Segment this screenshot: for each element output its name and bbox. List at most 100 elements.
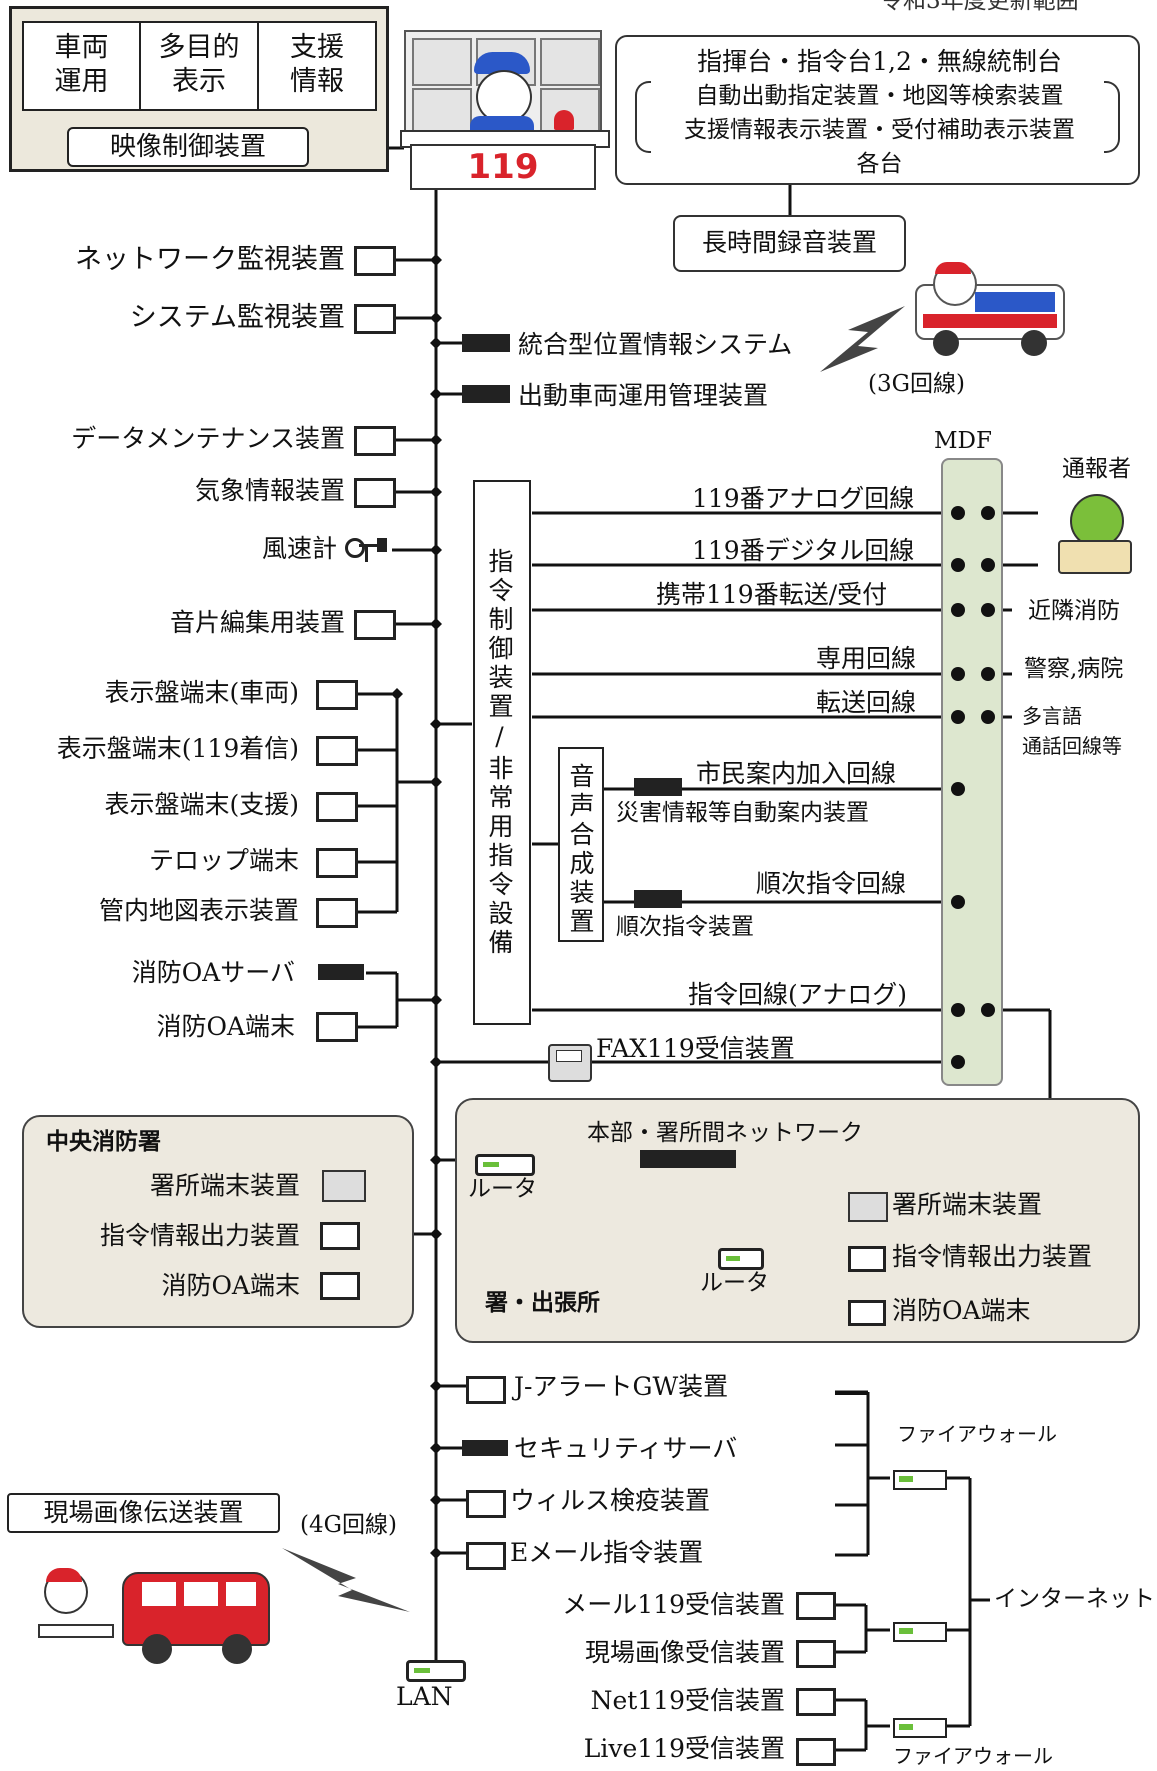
server-icon	[318, 964, 364, 980]
screen-vehicle: 車両運用	[54, 32, 109, 97]
oa-server-label: 消防OAサーバ	[131, 958, 295, 987]
console-line-3: 支援情報表示装置・受付補助表示装置	[684, 117, 1075, 143]
telop-terminal-label: テロップ端末	[148, 846, 299, 875]
lan-label: LAN	[396, 1682, 453, 1711]
display-terminal-vehicle-label: 表示盤端末(車両)	[104, 678, 299, 707]
header-note: 令和3年度更新範囲	[880, 0, 1079, 14]
central-station-panel: 中央消防署 署所端末装置 指令情報出力装置 消防OA端末	[22, 1115, 414, 1328]
fire-truck-icon	[32, 1548, 272, 1668]
console-line-4: 各台	[856, 151, 903, 177]
display-terminal-support-label: 表示盤端末(支援)	[104, 790, 299, 819]
br-oa-terminal-label: 消防OA端末	[892, 1296, 1031, 1325]
terminal-icon	[848, 1192, 888, 1222]
monitor-icon	[316, 898, 358, 928]
server-icon	[462, 334, 510, 352]
mdf-label: MDF	[934, 428, 992, 454]
anemometer-label: 風速計	[261, 534, 337, 563]
line-citizen-guidance: 市民案内加入回線	[696, 759, 897, 788]
disaster-guidance-label: 災害情報等自動案内装置	[616, 800, 869, 826]
video-wall-panel: 車両運用 多目的表示 支援情報 映像制御装置	[9, 6, 389, 172]
system-monitor-label: システム監視装置	[129, 302, 345, 333]
monitor-icon	[354, 426, 396, 456]
monitor-icon	[354, 610, 396, 640]
monitor-icon	[796, 1738, 836, 1766]
dispatch-119-sign: 119	[410, 144, 596, 190]
router-icon	[475, 1154, 535, 1176]
command-controller-box: 指令制御装置/非常用指令設備	[473, 480, 531, 1025]
monitor-icon	[848, 1246, 886, 1272]
monitor-icon	[316, 848, 358, 878]
monitor-icon	[796, 1592, 836, 1620]
video-controller: 映像制御装置	[67, 127, 309, 167]
br-station-terminal-label: 署所端末装置	[892, 1190, 1043, 1219]
monitor-icon	[316, 1012, 358, 1042]
console-line-2: 自動出動指定装置・地図等検索装置	[695, 83, 1064, 109]
server-icon	[634, 778, 682, 796]
branch-title: 署・出張所	[485, 1290, 600, 1316]
line-119-analog: 119番アナログ回線	[692, 484, 915, 513]
caller-label: 通報者	[1062, 456, 1131, 482]
fax119-label: FAX119受信装置	[596, 1034, 795, 1063]
screen-multipurpose: 多目的表示	[158, 32, 240, 97]
router-label-branch: ルータ	[700, 1270, 769, 1296]
monitor-icon	[320, 1272, 360, 1300]
firewall-icon	[893, 1470, 947, 1490]
dispatch-center-illustration: 119	[400, 30, 610, 190]
sequential-command-label: 順次指令装置	[616, 914, 754, 940]
mail119-label: メール119受信装置	[562, 1590, 785, 1619]
data-maintenance-label: データメンテナンス装置	[71, 424, 345, 453]
br-command-output-label: 指令情報出力装置	[892, 1242, 1093, 1271]
ambulance-icon	[915, 262, 1067, 358]
weather-info-label: 気象情報装置	[194, 476, 345, 505]
display-terminal-119-label: 表示盤端末(119着信)	[56, 734, 299, 763]
branch-network-label: 本部・署所間ネットワーク	[587, 1120, 863, 1146]
server-icon	[462, 385, 510, 403]
lightning-4g	[282, 1548, 410, 1612]
lightning-3g	[820, 306, 905, 372]
network-monitor-label: ネットワーク監視装置	[75, 244, 345, 275]
long-recorder: 長時間録音装置	[673, 215, 906, 272]
firewall-icon	[893, 1622, 947, 1642]
screen-support: 支援情報	[290, 32, 344, 97]
server-icon	[634, 890, 682, 908]
siren-icon	[554, 110, 574, 130]
voice-synth-box: 音声合成装置	[558, 747, 604, 942]
mobile-3g-label: (3G回線)	[868, 371, 965, 397]
router-icon	[718, 1248, 764, 1270]
email-command-label: Eメール指令装置	[510, 1538, 704, 1567]
line-dedicated: 専用回線	[816, 644, 917, 673]
net119-label: Net119受信装置	[590, 1686, 785, 1715]
firewall-label-top: ファイアウォール	[897, 1422, 1057, 1446]
router-label-left: ルータ	[468, 1176, 537, 1202]
call-lines-label: 通話回線等	[1022, 734, 1122, 758]
monitor-icon	[796, 1640, 836, 1668]
virus-quarantine-label: ウィルス検疫装置	[510, 1486, 711, 1515]
field-image-sender: 現場画像伝送装置	[7, 1493, 280, 1533]
monitor-icon	[316, 680, 358, 710]
monitor-icon	[354, 478, 396, 508]
j-alert-label: J-アラートGW装置	[514, 1372, 729, 1401]
line-command-analog: 指令回線(アナログ)	[688, 980, 908, 1009]
switch-icon	[640, 1150, 736, 1168]
neighbor-fire-label: 近隣消防	[1028, 598, 1120, 624]
monitor-icon	[466, 1376, 506, 1404]
area-map-label: 管内地図表示装置	[98, 896, 299, 925]
monitor-icon	[354, 246, 396, 276]
live119-label: Live119受信装置	[583, 1734, 785, 1763]
command-controller-label: 指令制御装置/非常用指令設備	[485, 548, 514, 958]
video-wall-screens: 車両運用 多目的表示 支援情報	[22, 21, 377, 111]
oa-terminal-label: 消防OA端末	[156, 1012, 295, 1041]
lan-hub-icon	[406, 1660, 466, 1682]
internet-label: インターネット	[994, 1586, 1155, 1612]
integrated-location-label: 統合型位置情報システム	[518, 330, 793, 359]
line-sequential: 順次指令回線	[756, 869, 907, 898]
multilingual-label: 多言語	[1022, 704, 1082, 728]
fax-icon	[548, 1044, 592, 1082]
voice-synth-label: 音声合成装置	[566, 763, 595, 937]
caller-icon	[1050, 490, 1140, 580]
cs-command-output-label: 指令情報出力装置	[99, 1221, 300, 1250]
firewall-icon	[893, 1718, 947, 1738]
monitor-icon	[354, 304, 396, 334]
monitor-icon	[466, 1490, 506, 1518]
monitor-icon	[466, 1542, 506, 1570]
